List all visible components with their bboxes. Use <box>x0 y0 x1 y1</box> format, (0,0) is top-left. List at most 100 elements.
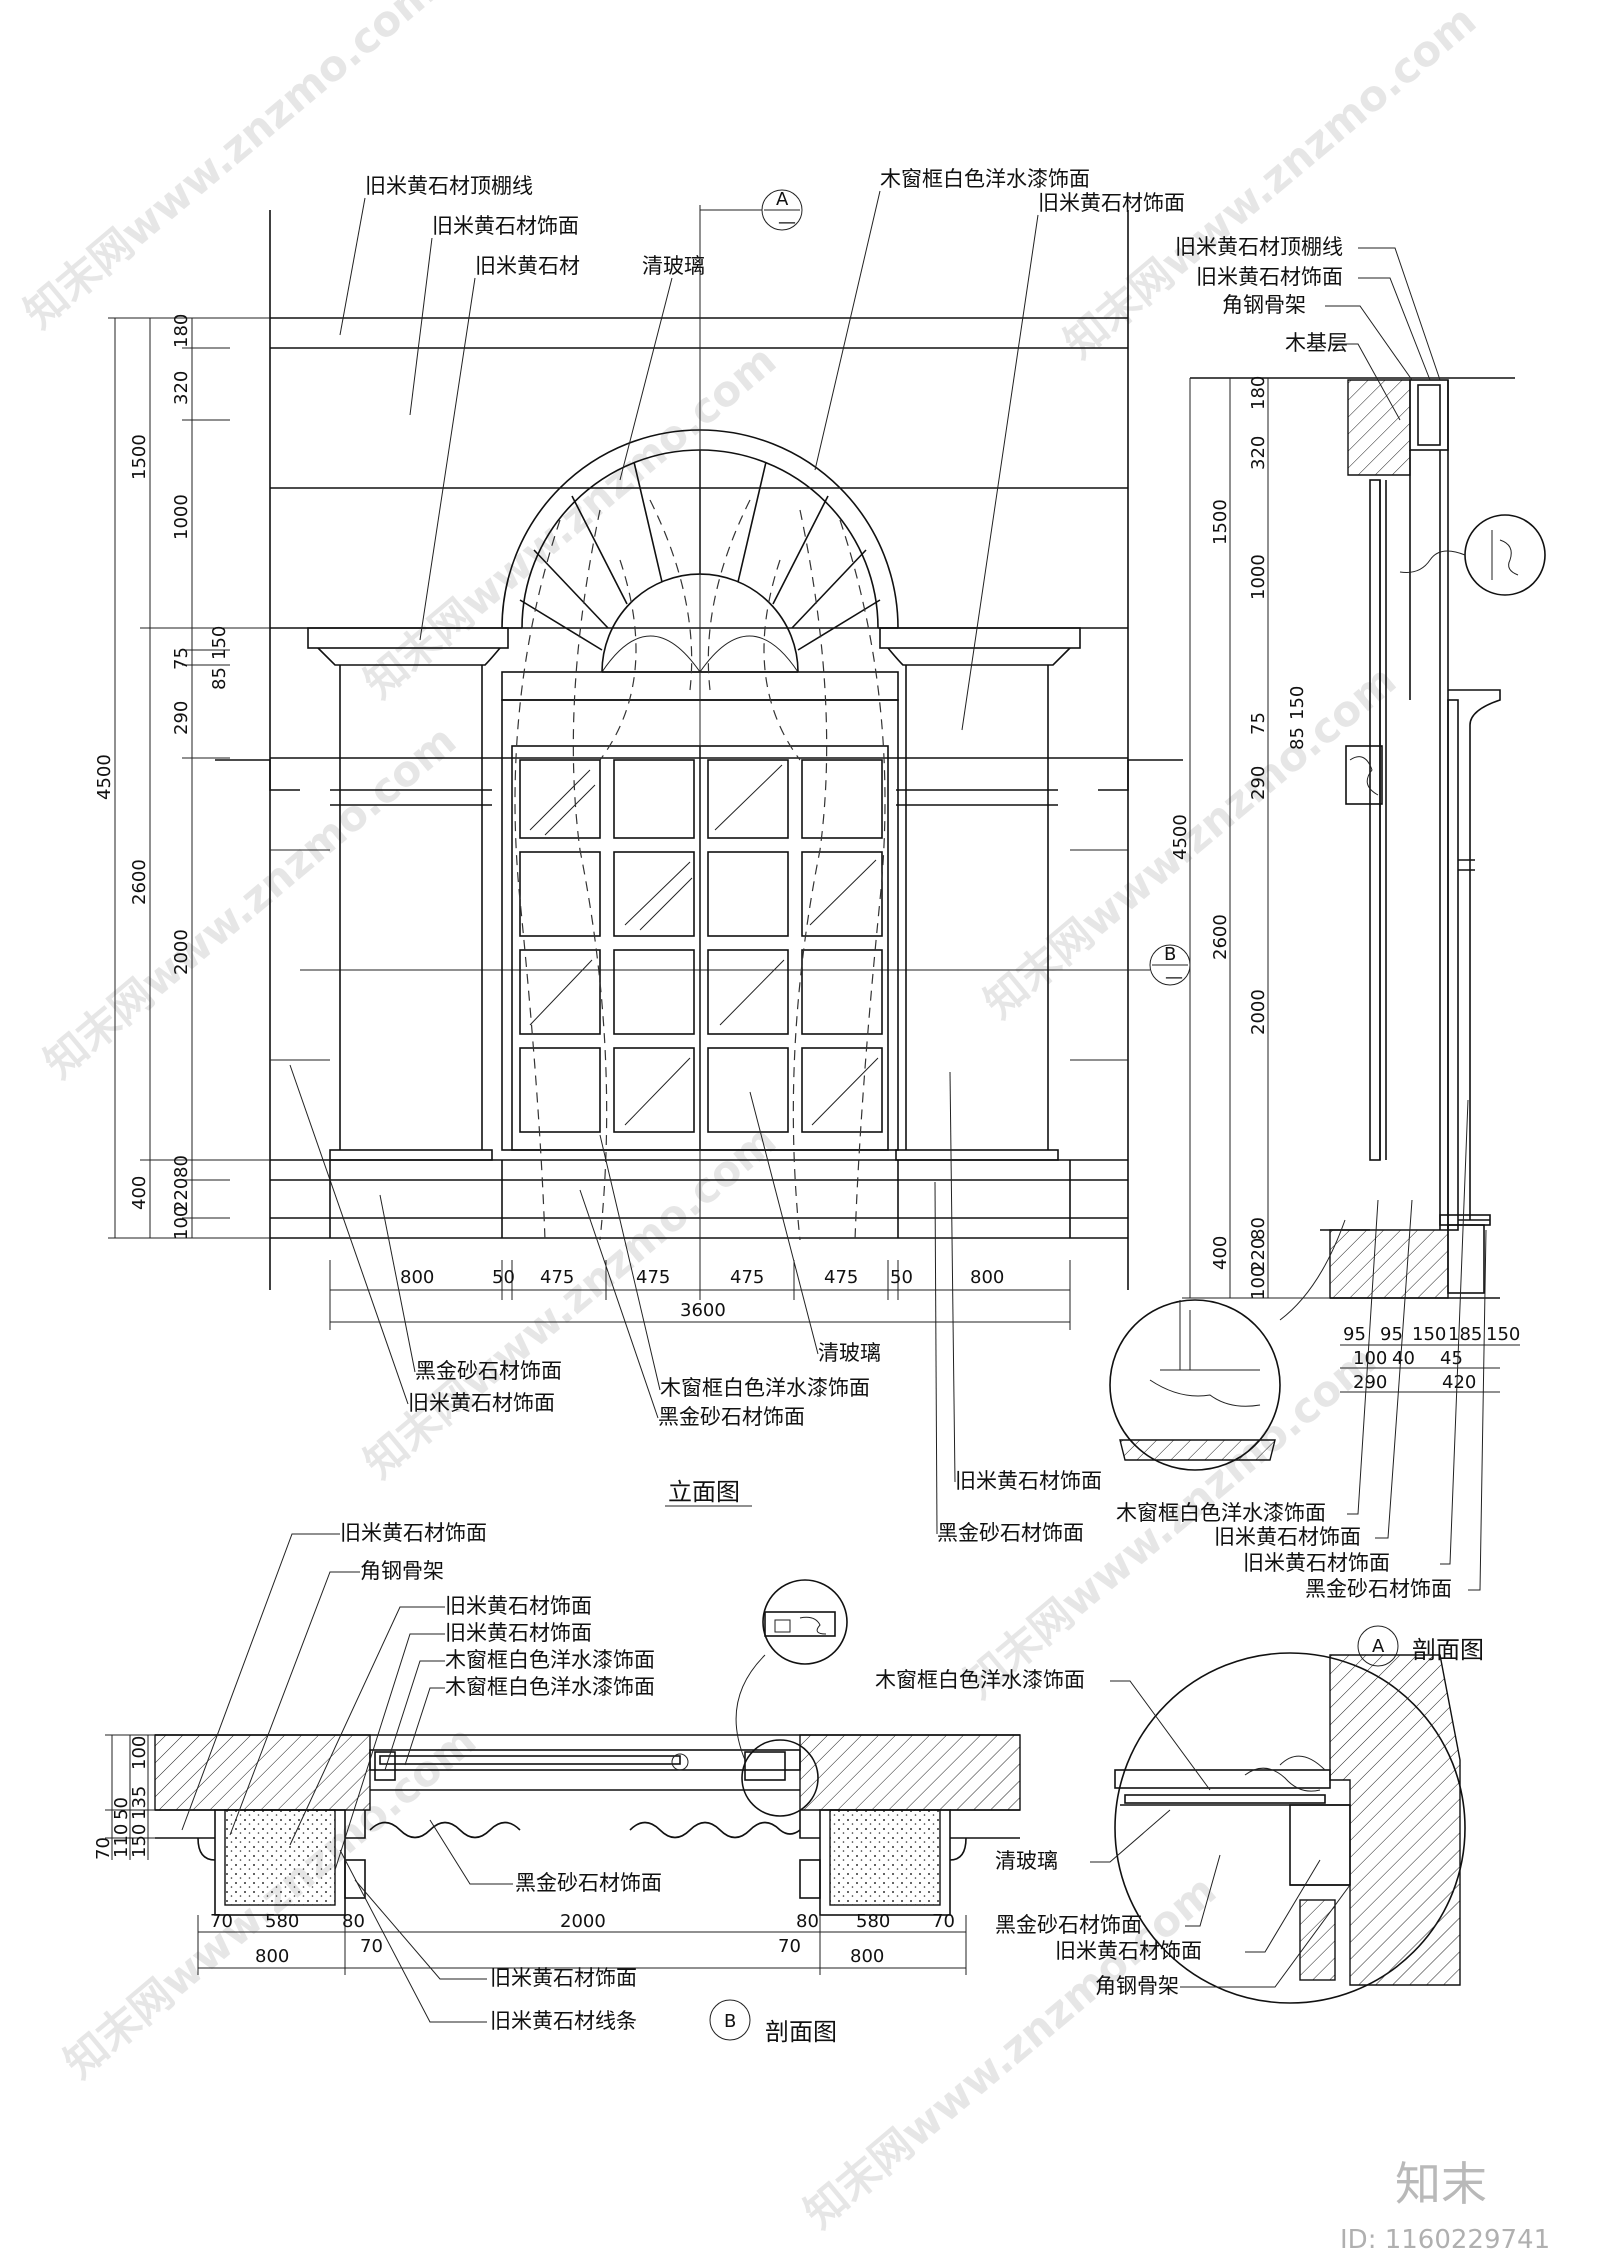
svg-text:旧米黄石材饰面: 旧米黄石材饰面 <box>1214 1525 1361 1549</box>
section-marker-a: A — <box>700 189 803 233</box>
svg-text:95: 95 <box>1380 1324 1403 1345</box>
dim-290: 290 <box>171 701 192 735</box>
svg-text:木基层: 木基层 <box>1285 331 1348 355</box>
section-marker-b: B — <box>1149 944 1191 988</box>
svg-text:80: 80 <box>796 1911 819 1932</box>
svg-text:100: 100 <box>1353 1348 1387 1369</box>
svg-text:旧米黄石材顶棚线: 旧米黄石材顶棚线 <box>365 174 533 198</box>
svg-text:2000: 2000 <box>1248 989 1269 1035</box>
svg-text:旧米黄石材饰面: 旧米黄石材饰面 <box>490 1966 637 1990</box>
svg-text:475: 475 <box>540 1267 574 1288</box>
dim-180: 180 <box>171 314 192 348</box>
svg-text:黑金砂石材饰面: 黑金砂石材饰面 <box>995 1913 1142 1937</box>
svg-text:75: 75 <box>1248 712 1269 735</box>
svg-text:110: 110 <box>111 1824 132 1858</box>
svg-text:A: A <box>1372 1636 1385 1657</box>
window-panes <box>519 759 883 1133</box>
svg-text:黑金砂石材饰面: 黑金砂石材饰面 <box>937 1521 1084 1545</box>
svg-text:木窗框白色洋水漆饰面: 木窗框白色洋水漆饰面 <box>445 1675 655 1699</box>
svg-text:旧米黄石材饰面: 旧米黄石材饰面 <box>432 214 579 238</box>
elevation-dimensions-left <box>108 317 270 1239</box>
dim-80: 80 <box>171 1155 192 1178</box>
svg-text:180: 180 <box>1248 376 1269 410</box>
svg-text:100: 100 <box>1248 1266 1269 1300</box>
svg-text:4500: 4500 <box>1170 814 1191 860</box>
svg-text:220: 220 <box>1248 1238 1269 1272</box>
svg-text:木窗框白色洋水漆饰面: 木窗框白色洋水漆饰面 <box>875 1668 1085 1692</box>
svg-text:旧米黄石材饰面: 旧米黄石材饰面 <box>340 1521 487 1545</box>
svg-text:135: 135 <box>129 1786 150 1820</box>
section-a-drawing <box>1190 377 1515 1299</box>
svg-text:A: A <box>776 189 789 210</box>
section-a-detail-circle-2 <box>1109 1219 1346 1471</box>
svg-text:清玻璃: 清玻璃 <box>995 1849 1058 1873</box>
svg-text:ID: 1160229741: ID: 1160229741 <box>1340 2225 1550 2255</box>
svg-text:150: 150 <box>1486 1324 1520 1345</box>
elevation-drawing <box>215 205 1183 1290</box>
svg-text:黑金砂石材饰面: 黑金砂石材饰面 <box>515 1871 662 1895</box>
svg-text:100: 100 <box>129 1736 150 1770</box>
svg-text:1000: 1000 <box>1248 554 1269 600</box>
svg-text:185: 185 <box>1448 1324 1482 1345</box>
svg-text:3600: 3600 <box>680 1300 726 1321</box>
svg-text:45: 45 <box>1440 1348 1463 1369</box>
svg-text:木窗框白色洋水漆饰面: 木窗框白色洋水漆饰面 <box>880 167 1090 191</box>
svg-text:旧米黄石材饰面: 旧米黄石材饰面 <box>1055 1939 1202 1963</box>
svg-text:角钢骨架: 角钢骨架 <box>1222 293 1306 317</box>
svg-text:旧米黄石材饰面: 旧米黄石材饰面 <box>445 1594 592 1618</box>
svg-text:420: 420 <box>1442 1372 1476 1393</box>
logo-watermark: 知末 ID: 1160229741 <box>1340 2157 1550 2255</box>
svg-text:旧米黄石材饰面: 旧米黄石材饰面 <box>408 1391 555 1415</box>
svg-text:旧米黄石材: 旧米黄石材 <box>475 254 580 278</box>
svg-text:旧米黄石材饰面: 旧米黄石材饰面 <box>1038 191 1185 215</box>
svg-text:80: 80 <box>1248 1217 1269 1240</box>
svg-text:70: 70 <box>210 1911 233 1932</box>
svg-text:95: 95 <box>1343 1324 1366 1345</box>
svg-text:800: 800 <box>400 1267 434 1288</box>
section-a-dimensions: 4500 1500 2600 400 180 320 1000 150 75 8… <box>1170 376 1520 1393</box>
svg-text:2000: 2000 <box>560 1911 606 1932</box>
section-b-labels: 旧米黄石材饰面 角钢骨架 旧米黄石材饰面 旧米黄石材饰面 木窗框白色洋水漆饰面 … <box>181 1521 662 2033</box>
svg-text:黑金砂石材饰面: 黑金砂石材饰面 <box>415 1359 562 1383</box>
svg-text:剖面图: 剖面图 <box>765 2018 837 2046</box>
svg-text:80: 80 <box>342 1911 365 1932</box>
svg-text:50: 50 <box>492 1267 515 1288</box>
elevation-labels-bottom: 黑金砂石材饰面 旧米黄石材饰面 木窗框白色洋水漆饰面 黑金砂石材饰面 清玻璃 旧… <box>289 1064 1102 1545</box>
svg-text:70: 70 <box>778 1936 801 1957</box>
section-a-labels: 旧米黄石材顶棚线 旧米黄石材饰面 角钢骨架 木基层 木窗框白色洋水漆饰面 旧米黄… <box>1116 235 1487 1601</box>
dim-1000: 1000 <box>171 494 192 540</box>
svg-text:85: 85 <box>1287 727 1308 750</box>
svg-text:150: 150 <box>1412 1324 1446 1345</box>
section-b-drawing <box>154 1579 1021 1916</box>
svg-text:580: 580 <box>265 1911 299 1932</box>
detail-labels: 木窗框白色洋水漆饰面 清玻璃 黑金砂石材饰面 旧米黄石材饰面 角钢骨架 <box>875 1668 1351 1998</box>
svg-text:清玻璃: 清玻璃 <box>642 254 705 278</box>
svg-text:1500: 1500 <box>1210 499 1231 545</box>
svg-text:70: 70 <box>360 1936 383 1957</box>
section-b-title: B 剖面图 <box>709 1999 837 2046</box>
dim-85: 85 <box>209 667 230 690</box>
svg-text:40: 40 <box>1392 1348 1415 1369</box>
svg-text:旧米黄石材饰面: 旧米黄石材饰面 <box>1196 265 1343 289</box>
svg-text:475: 475 <box>636 1267 670 1288</box>
svg-text:580: 580 <box>856 1911 890 1932</box>
svg-text:旧米黄石材线条: 旧米黄石材线条 <box>490 2009 637 2033</box>
svg-text:475: 475 <box>824 1267 858 1288</box>
svg-text:50: 50 <box>890 1267 913 1288</box>
svg-text:400: 400 <box>1210 1236 1231 1270</box>
svg-text:旧米黄石材饰面: 旧米黄石材饰面 <box>445 1621 592 1645</box>
svg-text:70: 70 <box>932 1911 955 1932</box>
svg-text:150: 150 <box>1287 686 1308 720</box>
dim-400: 400 <box>129 1176 150 1210</box>
svg-text:50: 50 <box>111 1797 132 1820</box>
svg-text:木窗框白色洋水漆饰面: 木窗框白色洋水漆饰面 <box>445 1648 655 1672</box>
svg-text:B: B <box>1164 944 1176 965</box>
section-b-dimensions: 100 135 150 110 50 70 70 580 80 2000 80 … <box>93 1734 967 1975</box>
dim-75: 75 <box>171 647 192 670</box>
dim-220: 220 <box>171 1178 192 1212</box>
dim-150: 150 <box>209 626 230 660</box>
dim-320: 320 <box>171 371 192 405</box>
svg-text:800: 800 <box>850 1946 884 1967</box>
elevation-title: 立面图 <box>668 1478 740 1506</box>
